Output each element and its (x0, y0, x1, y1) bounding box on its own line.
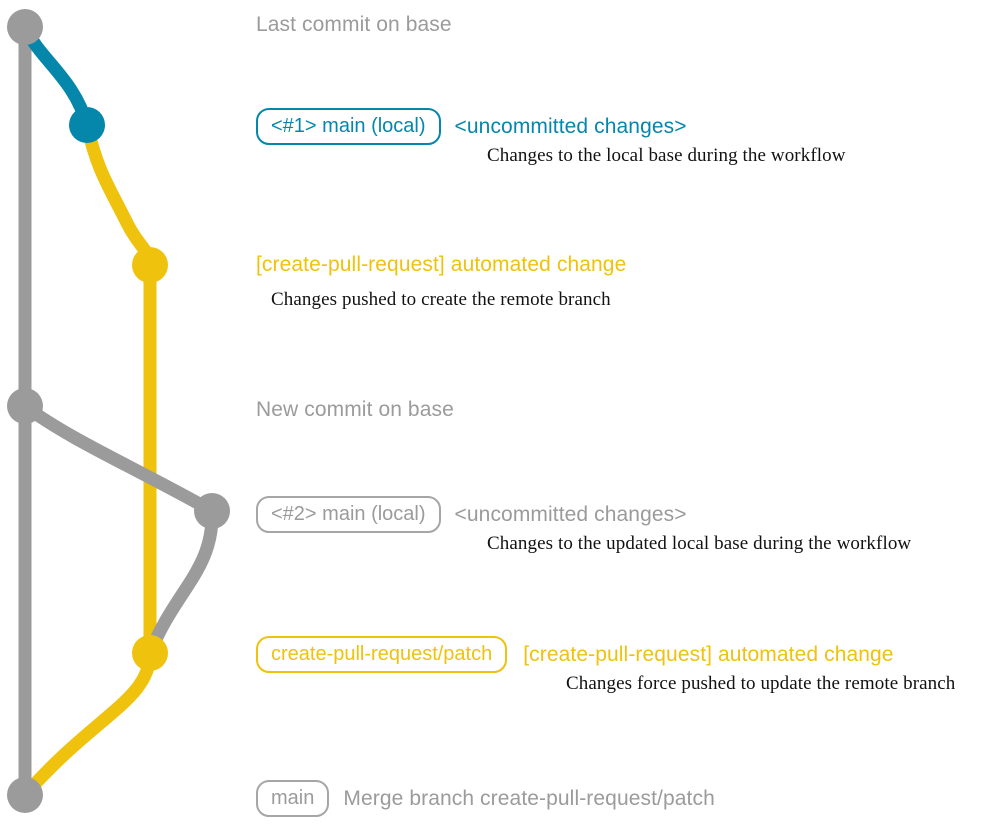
commit-node-patch-2[interactable] (132, 635, 168, 671)
commit-message-new-commit-on-base: New commit on base (256, 398, 454, 421)
description-local-main-1: Changes to the local base during the wor… (487, 145, 846, 166)
commit-node-base-last[interactable] (7, 9, 43, 45)
ref-badge-local-main-2[interactable]: <#2> main (local) (256, 496, 441, 533)
description-automated-change-1: Changes pushed to create the remote bran… (271, 289, 611, 310)
row-automated-change-1: [create-pull-request] automated change (256, 253, 626, 277)
branch-line-patch-1 (80, 118, 157, 660)
commit-message-automated-change-1: [create-pull-request] automated change (256, 253, 627, 276)
commit-node-patch-1[interactable] (132, 247, 168, 283)
description-local-main-2: Changes to the updated local base during… (487, 533, 912, 554)
row-merge-branch: main Merge branch create-pull-request/pa… (256, 780, 715, 817)
row-local-main-2: <#2> main (local) <uncommitted changes> (256, 496, 687, 533)
branch-line-local-2 (18, 399, 219, 518)
row-last-commit-on-base: Last commit on base (256, 13, 452, 37)
commit-node-merge[interactable] (7, 777, 43, 813)
row-new-commit-on-base: New commit on base (256, 398, 454, 422)
commit-message-last-commit-on-base: Last commit on base (256, 13, 452, 36)
branch-line-merge (18, 646, 157, 802)
commit-node-base-new[interactable] (7, 388, 43, 424)
commit-message-uncommitted-changes-2: <uncommitted changes> (454, 502, 687, 526)
ref-badge-create-pull-request-patch[interactable]: create-pull-request/patch (256, 636, 508, 673)
commit-node-local-1[interactable] (69, 107, 105, 143)
ref-badge-local-main-1[interactable]: <#1> main (local) (256, 108, 441, 145)
commit-message-automated-change-2: [create-pull-request] automated change (523, 642, 894, 666)
description-automated-change-2: Changes force pushed to update the remot… (566, 673, 956, 694)
commit-message-uncommitted-changes-1: <uncommitted changes> (454, 114, 687, 138)
branch-line-local-2-to-patch-2 (143, 504, 219, 660)
ref-badge-main[interactable]: main (256, 780, 330, 817)
commit-message-merge-branch: Merge branch create-pull-request/patch (343, 786, 715, 810)
row-local-main-1: <#1> main (local) <uncommitted changes> (256, 108, 687, 145)
row-automated-change-2: create-pull-request/patch [create-pull-r… (256, 636, 894, 673)
commit-node-local-2[interactable] (194, 493, 230, 529)
